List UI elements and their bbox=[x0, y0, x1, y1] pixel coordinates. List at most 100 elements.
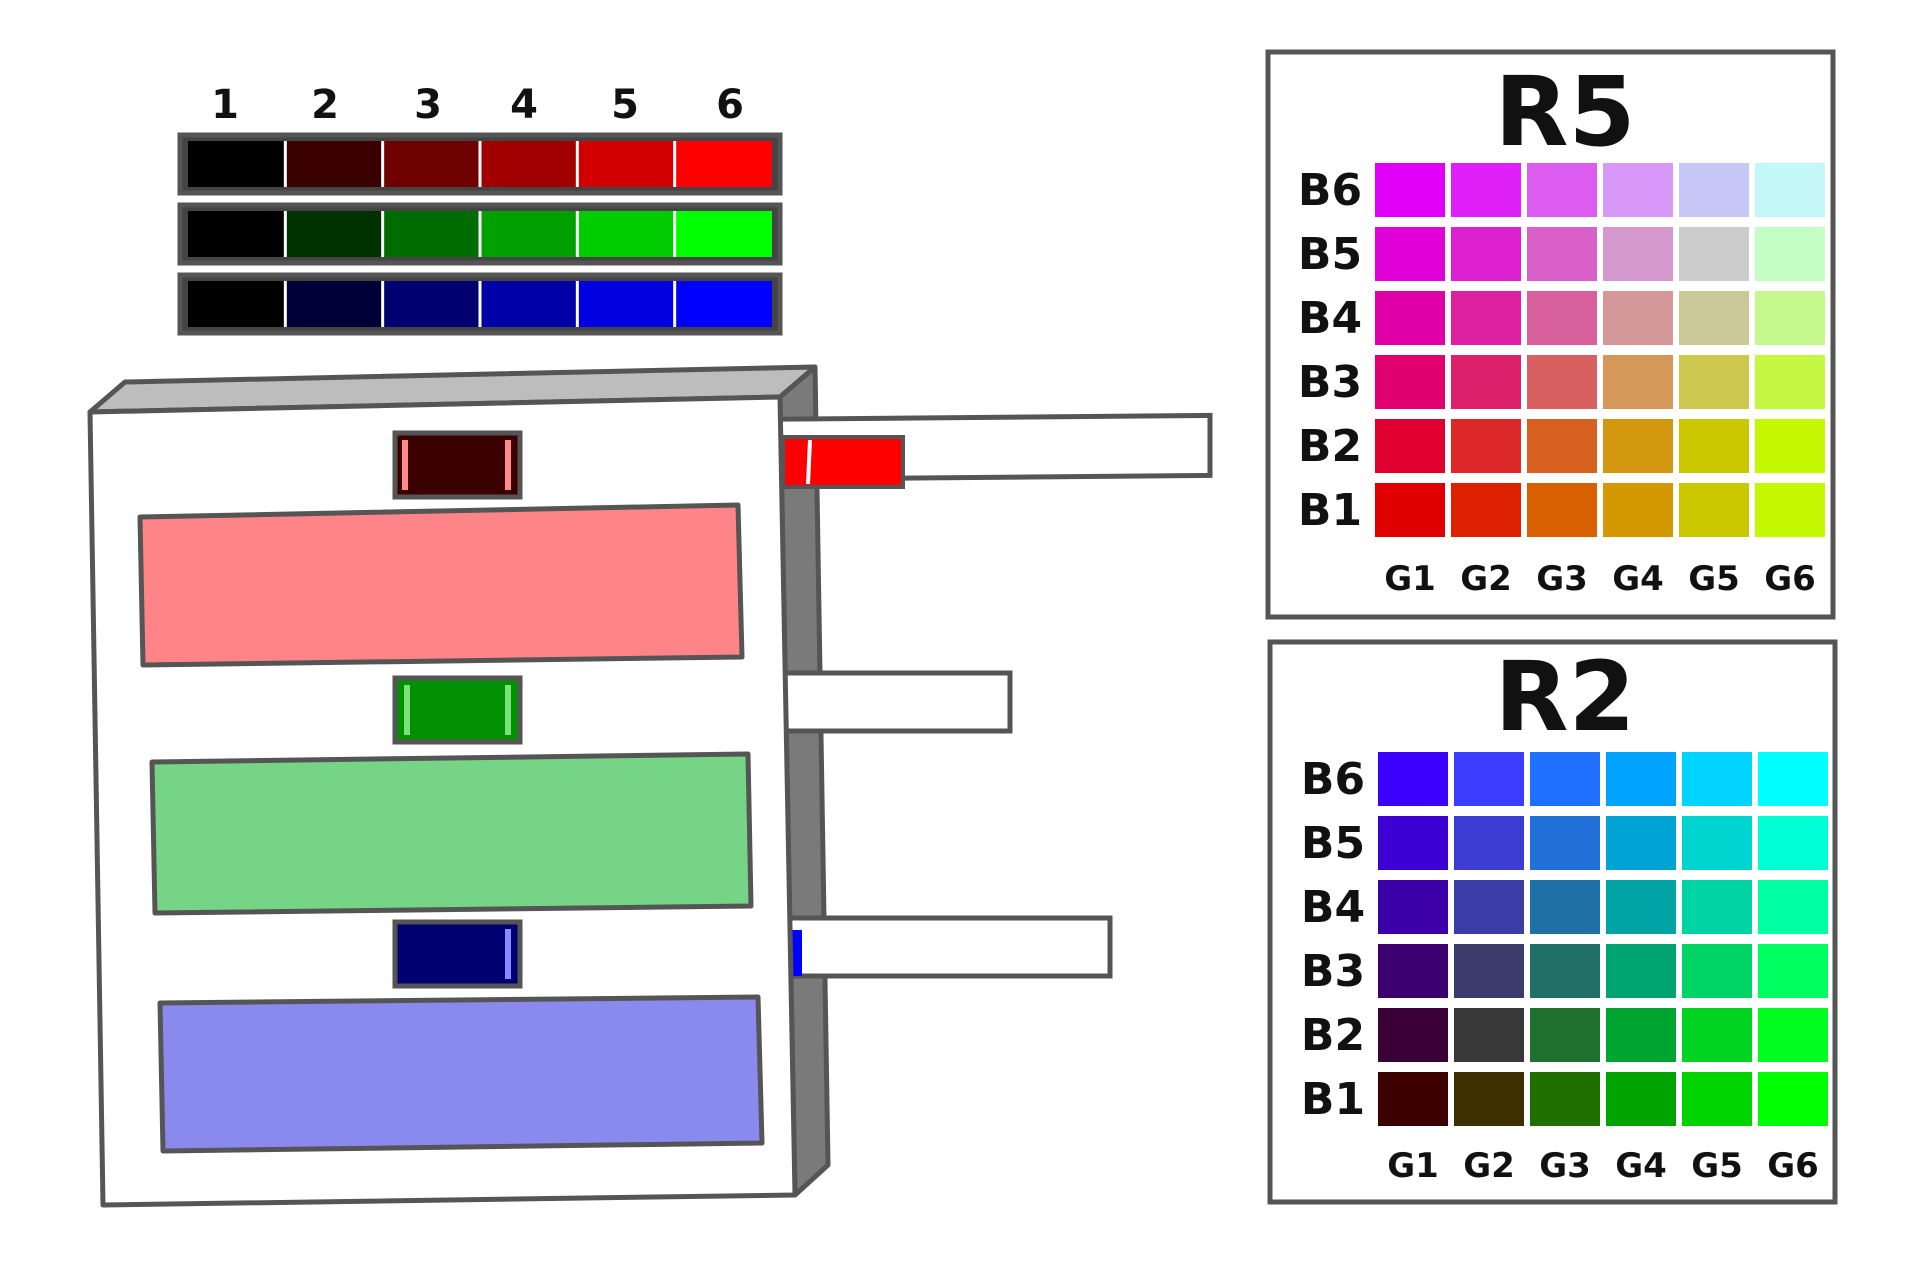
grid-cell bbox=[1527, 419, 1597, 473]
grid-cell bbox=[1451, 419, 1521, 473]
blue-swatch-6 bbox=[674, 281, 772, 327]
blue-color-panel bbox=[157, 994, 765, 1154]
grid-cell bbox=[1755, 355, 1825, 409]
grid-cell bbox=[1375, 291, 1445, 345]
grid-col-label: G3 bbox=[1536, 559, 1588, 599]
grid-cell bbox=[1454, 880, 1524, 934]
step-label-6: 6 bbox=[716, 82, 744, 128]
grid-cell bbox=[1606, 752, 1676, 806]
grid-cell bbox=[1755, 291, 1825, 345]
grid-cell bbox=[1454, 752, 1524, 806]
grid-cell bbox=[1606, 880, 1676, 934]
grid-col-label: G6 bbox=[1764, 559, 1816, 599]
grid-cell bbox=[1375, 355, 1445, 409]
grid-col-label: G2 bbox=[1460, 559, 1512, 599]
red-swatch-3 bbox=[382, 141, 480, 187]
green-indicator-window bbox=[392, 675, 523, 745]
red-color-panel bbox=[137, 502, 745, 668]
grid-cell bbox=[1679, 163, 1749, 217]
grid-cell bbox=[1679, 291, 1749, 345]
blue-slider-track[interactable] bbox=[777, 915, 1113, 979]
grid-cell bbox=[1679, 355, 1749, 409]
grid-cell bbox=[1378, 944, 1448, 998]
grid-title: R2 bbox=[1495, 641, 1636, 753]
red-indicator-window bbox=[392, 430, 523, 500]
green-slider-track[interactable] bbox=[777, 670, 1013, 734]
grid-row-label: B5 bbox=[1298, 229, 1362, 280]
grid-cell bbox=[1451, 291, 1521, 345]
grid-cell bbox=[1375, 483, 1445, 537]
step-label-5: 5 bbox=[611, 82, 639, 128]
grid-cell bbox=[1378, 752, 1448, 806]
red-slider-fill bbox=[781, 435, 905, 489]
grid-col-label: G6 bbox=[1767, 1146, 1819, 1186]
grid-cell bbox=[1755, 419, 1825, 473]
blue-swatch-1 bbox=[188, 281, 286, 327]
grid-cell bbox=[1606, 1008, 1676, 1062]
red-channel-strip bbox=[177, 132, 783, 196]
grid-row-label: B1 bbox=[1301, 1074, 1365, 1125]
grid-cell bbox=[1679, 419, 1749, 473]
green-swatch-4 bbox=[480, 211, 578, 257]
grid-cell bbox=[1530, 1008, 1600, 1062]
grid-cell bbox=[1451, 227, 1521, 281]
grid-cell bbox=[1758, 944, 1828, 998]
grid-row-label: B3 bbox=[1301, 946, 1365, 997]
grid-cell bbox=[1603, 291, 1673, 345]
green-swatch-6 bbox=[674, 211, 772, 257]
grid-cell bbox=[1375, 227, 1445, 281]
green-window-highlight-right bbox=[505, 685, 511, 735]
grid-col-label: G5 bbox=[1691, 1146, 1743, 1186]
grid-cell bbox=[1527, 163, 1597, 217]
grid-title: R5 bbox=[1495, 56, 1636, 168]
green-swatch-1 bbox=[188, 211, 286, 257]
grid-cell bbox=[1755, 483, 1825, 537]
blue-indicator-window bbox=[392, 919, 523, 989]
green-channel-strip bbox=[177, 202, 783, 266]
grid-cell bbox=[1758, 816, 1828, 870]
grid-cells bbox=[1378, 752, 1828, 1126]
blue-swatch-3 bbox=[382, 281, 480, 327]
grid-col-label: G1 bbox=[1387, 1146, 1439, 1186]
grid-cell bbox=[1603, 483, 1673, 537]
grid-row-label: B4 bbox=[1298, 293, 1362, 344]
grid-cell bbox=[1378, 816, 1448, 870]
blue-window-highlight bbox=[505, 929, 511, 979]
grid-cell bbox=[1378, 1008, 1448, 1062]
red-swatch-5 bbox=[577, 141, 675, 187]
step-label-1: 1 bbox=[211, 82, 239, 128]
grid-cell bbox=[1755, 163, 1825, 217]
grid-cell bbox=[1603, 419, 1673, 473]
blue-swatch-2 bbox=[285, 281, 383, 327]
grid-cell bbox=[1527, 291, 1597, 345]
grid-cell bbox=[1378, 880, 1448, 934]
grid-cell bbox=[1527, 227, 1597, 281]
blue-swatch-4 bbox=[480, 281, 578, 327]
grid-cell bbox=[1606, 1072, 1676, 1126]
grid-row-label: B2 bbox=[1298, 421, 1362, 472]
red-window-highlight bbox=[402, 440, 408, 490]
green-swatch-5 bbox=[577, 211, 675, 257]
grid-cell bbox=[1527, 483, 1597, 537]
red-swatch-6 bbox=[674, 141, 772, 187]
grid-cell bbox=[1375, 163, 1445, 217]
grid-cell bbox=[1375, 419, 1445, 473]
color-mixer-device bbox=[87, 364, 1213, 1208]
green-color-panel bbox=[149, 751, 754, 916]
green-swatch-3 bbox=[382, 211, 480, 257]
grid-col-label: G4 bbox=[1615, 1146, 1667, 1186]
grid-cell bbox=[1530, 880, 1600, 934]
grid-cell bbox=[1454, 816, 1524, 870]
grid-cell bbox=[1454, 944, 1524, 998]
step-label-3: 3 bbox=[414, 82, 442, 128]
grid-row-label: B6 bbox=[1301, 754, 1365, 805]
red-swatch-1 bbox=[188, 141, 286, 187]
grid-cell bbox=[1682, 944, 1752, 998]
grid-cell bbox=[1454, 1008, 1524, 1062]
red-slider-tick bbox=[806, 439, 812, 485]
